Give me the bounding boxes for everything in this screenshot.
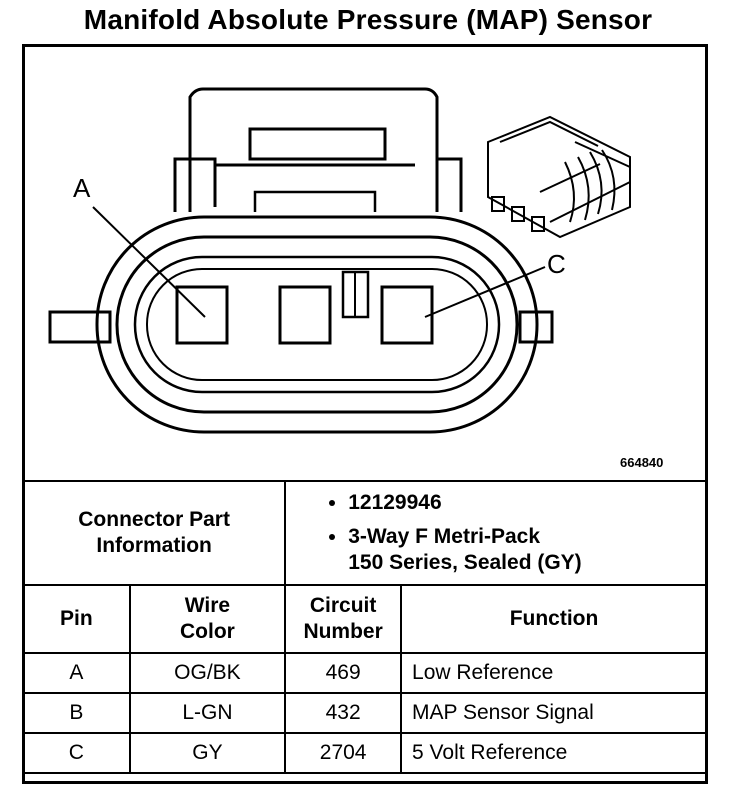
table-row: A OG/BK 469 Low Reference xyxy=(22,652,708,694)
wire-color-cell: GY xyxy=(128,732,287,774)
left-tab xyxy=(48,310,112,344)
terminal-c xyxy=(380,285,434,345)
wire-color-cell: L-GN xyxy=(128,692,287,734)
pin-cell: B xyxy=(22,692,131,734)
header-function: Function xyxy=(400,584,708,654)
leader-line-c xyxy=(424,266,546,318)
circuit-cell: 2704 xyxy=(284,732,403,774)
pin-cell: A xyxy=(22,652,131,694)
pinout-table: Connector Part Information 12129946 3-Wa… xyxy=(21,480,708,774)
callout-c: C xyxy=(547,249,566,279)
latch-housing xyxy=(188,87,439,212)
connector-body-outer xyxy=(95,215,539,434)
wire-color-cell: OG/BK xyxy=(128,652,287,694)
circuit-cell: 432 xyxy=(284,692,403,734)
connector-thumbnail xyxy=(487,115,631,239)
connector-body-seal xyxy=(115,235,519,414)
figure-number: 664840 xyxy=(620,455,664,470)
pin-cell: C xyxy=(22,732,131,774)
connector-body-inner xyxy=(133,255,501,394)
latch-slot xyxy=(248,127,387,161)
header-pin: Pin xyxy=(22,584,131,654)
callout-a: A xyxy=(73,173,91,203)
terminal-a xyxy=(175,285,229,345)
function-cell: MAP Sensor Signal xyxy=(400,692,708,734)
terminal-b xyxy=(278,285,332,345)
function-cell: 5 Volt Reference xyxy=(400,732,708,774)
function-cell: Low Reference xyxy=(400,652,708,694)
page-title: Manifold Absolute Pressure (MAP) Sensor xyxy=(83,4,653,35)
connector-diagram: A C xyxy=(48,87,631,434)
leader-line-a xyxy=(92,206,206,318)
table-row: B L-GN 432 MAP Sensor Signal xyxy=(22,692,708,734)
diagram-frame xyxy=(22,44,708,784)
table-row: C GY 2704 5 Volt Reference xyxy=(22,732,708,774)
part-number: 12129946 xyxy=(348,490,706,516)
circuit-cell: 469 xyxy=(284,652,403,694)
connector-info-label: Connector Part Information xyxy=(21,480,287,586)
connector-info-row: Connector Part Information 12129946 3-Wa… xyxy=(21,480,708,586)
